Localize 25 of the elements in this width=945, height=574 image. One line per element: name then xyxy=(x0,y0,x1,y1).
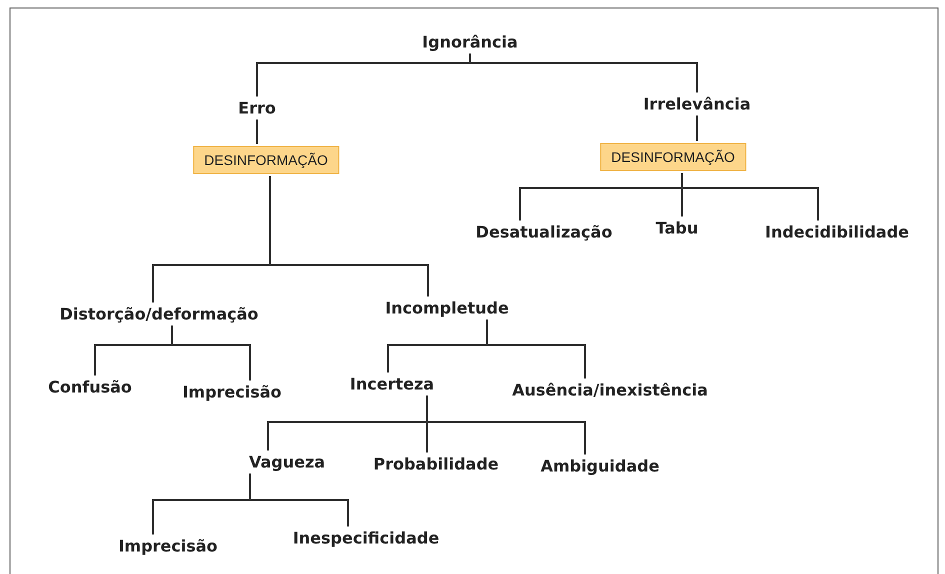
tree-label: Ausência/inexistência xyxy=(512,380,708,400)
tree-label: Vagueza xyxy=(248,452,326,472)
tree-label: Tabu xyxy=(656,218,698,238)
highlight-box: DESINFORMAÇÃO xyxy=(193,146,339,174)
tree-label: Ambiguidade xyxy=(540,456,660,476)
tree-label: Confusão xyxy=(48,378,132,396)
tree-label: Distorção/deformação xyxy=(60,304,258,324)
tree-label: Erro xyxy=(238,98,276,118)
connector-line xyxy=(256,120,258,144)
tree-label: Indecidibilidade xyxy=(765,222,909,242)
connector-line xyxy=(696,116,698,141)
tree-label: Ignorância xyxy=(422,32,518,52)
tree-label: Probabilidade xyxy=(373,454,499,474)
connector-line xyxy=(486,320,586,378)
tree-label: Imprecisão xyxy=(182,382,282,402)
connector-line xyxy=(171,326,251,380)
tree-label: Inespecificidade xyxy=(292,528,440,548)
connector-line xyxy=(269,176,429,296)
tree-label: Incerteza xyxy=(350,374,434,394)
tree-label: Desatualização xyxy=(476,222,612,242)
highlight-box: DESINFORMAÇÃO xyxy=(600,143,746,171)
tree-label: Imprecisão xyxy=(118,536,218,556)
tree-label: Irrelevância xyxy=(643,94,751,114)
connector-line xyxy=(469,54,698,92)
tree-label: Incompletude xyxy=(385,298,509,318)
